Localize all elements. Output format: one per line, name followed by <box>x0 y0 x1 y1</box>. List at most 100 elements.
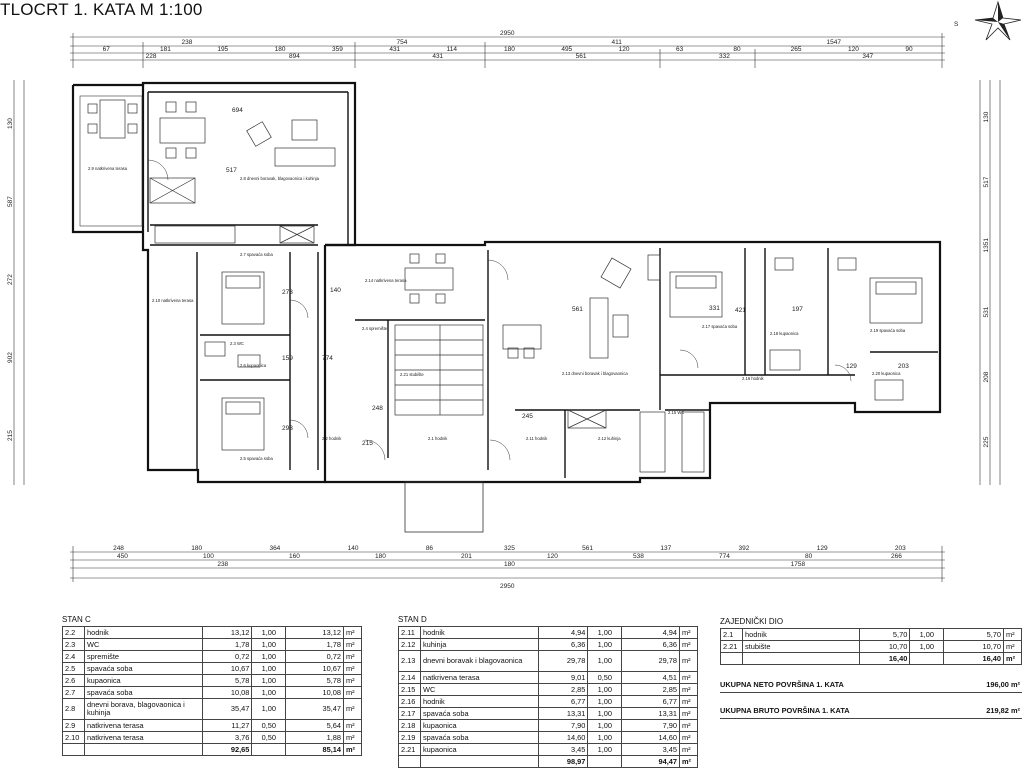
stan-d-cell-area: 29,78 <box>537 650 589 672</box>
room-dim-331: 331 <box>709 305 720 312</box>
stan-d-cell-unit: m² <box>678 695 699 708</box>
room-label-kuhinja-d: 2.12 kuhinja <box>598 436 621 441</box>
room-label-wc-d: 2.15 WC <box>668 410 684 415</box>
stan-d-cell-name: hodnik <box>419 626 539 639</box>
stan-d-cell-k: 1,00 <box>587 695 623 708</box>
stan-c-cell-total: 1,78 <box>285 638 344 651</box>
stan-d-cell-area: 6,36 <box>537 638 589 651</box>
stan-c-cell-total: 10,67 <box>285 662 344 675</box>
zajednicki-title: ZAJEDNIČKI DIO <box>720 617 784 626</box>
dimension-label: 208 <box>983 371 990 382</box>
dimension-label: 495 <box>561 46 572 53</box>
room-label-dnevni-c: 2.8 dnevni boravak, blagovaonica i kuhin… <box>240 176 320 181</box>
dimension-label: 450 <box>117 553 128 560</box>
room-dim-774: 774 <box>322 355 333 362</box>
dimension-label: 902 <box>7 352 14 363</box>
stan-c-cell-area: 13,12 <box>201 626 253 639</box>
dimension-label: 347 <box>862 53 873 60</box>
dimension-label: 140 <box>348 545 359 552</box>
stan-c-cell-total: 35,47 <box>285 698 344 720</box>
stan-d-cell-name: kupaonica <box>419 743 539 756</box>
stan-c-cell-name: kupaonica <box>83 674 203 687</box>
room-label-spavaca-d1: 2.17 spavaća soba <box>702 324 738 329</box>
zajednicki-cell-unit: m² <box>1003 640 1022 653</box>
stan-d-cell-total: 4,94 <box>621 626 680 639</box>
dimension-label: 180 <box>191 545 202 552</box>
dim-top-overall: 2950 <box>500 30 515 37</box>
dimension-label: 180 <box>275 46 286 53</box>
stan-c-cell-area: 5,78 <box>201 674 253 687</box>
stan-c-cell-total: 5,64 <box>285 719 344 732</box>
stan-c-cell-area: 10,67 <box>201 662 253 675</box>
zajednicki-cell-total: 10,70 <box>943 640 1004 653</box>
room-dim-215: 215 <box>362 440 373 447</box>
neto-total-row: UKUPNA NETO POVRŠINA 1. KATA 196,00 m² <box>720 680 1022 693</box>
stan-d-cell-id: 2.12 <box>398 638 421 651</box>
dimension-label: 774 <box>719 553 730 560</box>
dimension-label: 215 <box>7 430 14 441</box>
stan-c-sum-unit: m² <box>342 743 363 756</box>
dimension-label: 431 <box>389 46 400 53</box>
stan-d-cell-k: 1,00 <box>587 731 623 744</box>
stan-c-cell-id: 2.4 <box>62 650 85 663</box>
stan-c-cell-unit: m² <box>342 650 363 663</box>
stan-c-cell-unit: m² <box>342 674 363 687</box>
dimension-label: 238 <box>182 39 193 46</box>
stan-d-cell-total: 29,78 <box>621 650 680 672</box>
stan-d-cell-unit: m² <box>678 731 699 744</box>
room-dim-248: 248 <box>372 405 383 412</box>
stan-c-cell-total: 13,12 <box>285 626 344 639</box>
stan-d-cell-area: 9,01 <box>537 671 589 684</box>
stan-c-cell-k: 1,00 <box>251 698 287 720</box>
stan-d-cell-total: 14,60 <box>621 731 680 744</box>
zajednicki-sum-row: 16,40 16,40 m² <box>720 652 1022 665</box>
stan-d-cell-name: dnevni boravak i blagovaonica <box>419 650 539 672</box>
exterior-walls <box>71 81 942 484</box>
room-dim-197: 197 <box>792 306 803 313</box>
stan-c-cell-k: 1,00 <box>251 638 287 651</box>
zajednicki-cell-total: 5,70 <box>943 628 1004 641</box>
stan-d-cell-name: kupaonica <box>419 719 539 732</box>
dimension-label: 120 <box>547 553 558 560</box>
drawing-title: TLOCRT 1. KATA M 1:100 <box>0 0 203 19</box>
dimension-label: 225 <box>983 436 990 447</box>
stan-d-cell-total: 4,51 <box>621 671 680 684</box>
room-dim-245: 245 <box>522 413 533 420</box>
dimension-label: 195 <box>217 46 228 53</box>
room-label-dnevni-d: 2.13 dnevni boravak i blagovaonica <box>562 371 628 376</box>
side-dimension-lines <box>13 80 1001 485</box>
dimension-label: 181 <box>160 46 171 53</box>
stan-c-cell-area: 1,78 <box>201 638 253 651</box>
zajednicki-cell-k: 1,00 <box>909 640 945 653</box>
neto-label: UKUPNA NETO POVRŠINA 1. KATA <box>720 680 844 689</box>
stan-c-cell-id: 2.10 <box>62 731 85 744</box>
stan-c-cell-k: 1,00 <box>251 626 287 639</box>
zajednicki-sum-unit: m² <box>1003 652 1022 665</box>
room-dimensions: 694 517 140 561 197 129 203 245 248 159 … <box>226 107 909 447</box>
bruto-value: 219,82 m² <box>986 706 1020 715</box>
dimension-label: 266 <box>891 553 902 560</box>
stan-c-cell-unit: m² <box>342 698 363 720</box>
dimension-label: 137 <box>660 545 671 552</box>
dimension-label: 160 <box>289 553 300 560</box>
dim-bottom-overall: 2950 <box>500 583 515 590</box>
stan-c-cell-area: 0,72 <box>201 650 253 663</box>
dimension-label: 538 <box>633 553 644 560</box>
stan-c-sum-row: 92,65 85,14 m² <box>62 743 363 756</box>
room-label-stubiste: 2.21 stubište <box>400 372 424 377</box>
stan-d-cell-name: natkrivena terasa <box>419 671 539 684</box>
top-dimension-lines <box>70 33 945 68</box>
dimension-label: 129 <box>817 545 828 552</box>
stan-d-cell-k: 1,00 <box>587 707 623 720</box>
room-label-hodnik-c: 2.2 hodnik <box>322 436 342 441</box>
zajednicki-sum-total: 16,40 <box>943 652 1004 665</box>
